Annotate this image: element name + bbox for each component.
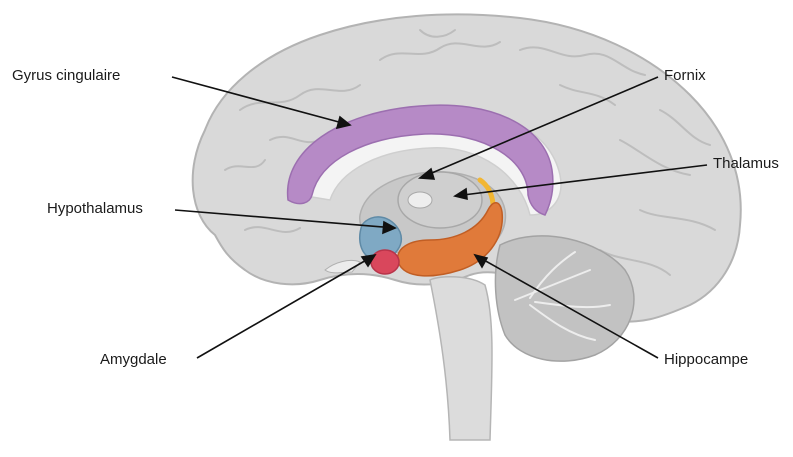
label-gyrus-cingulaire: Gyrus cingulaire (12, 67, 120, 85)
label-hypothalamus: Hypothalamus (47, 200, 143, 218)
fornix-body (408, 192, 432, 208)
amygdala-shape (371, 250, 399, 274)
cerebrum (193, 14, 741, 321)
brainstem (430, 277, 492, 440)
label-amygdale: Amygdale (100, 351, 167, 369)
label-thalamus: Thalamus (713, 155, 779, 173)
label-fornix: Fornix (664, 67, 706, 85)
label-hippocampe: Hippocampe (664, 351, 748, 369)
